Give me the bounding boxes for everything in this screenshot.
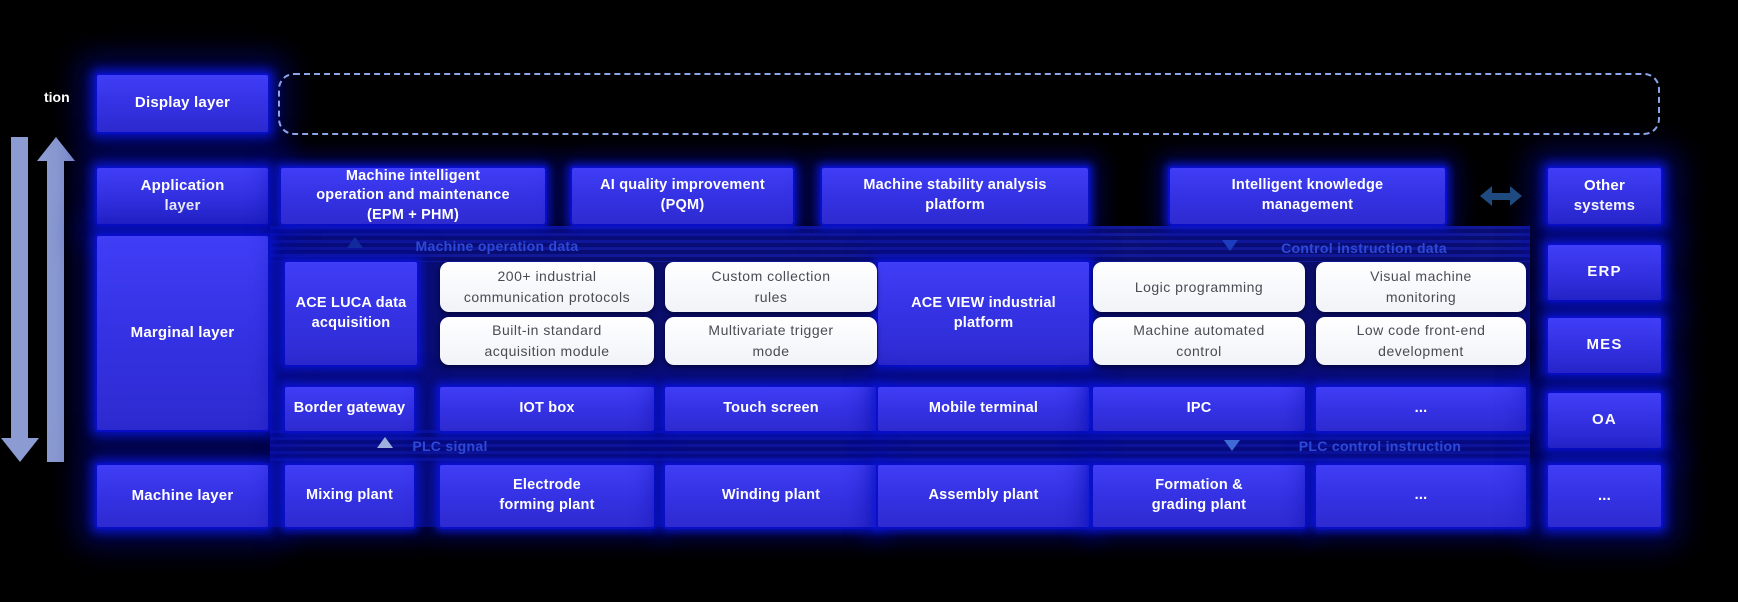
ai-quality-improvement-box: AI quality improvement (PQM) — [572, 168, 793, 224]
machine-automated-control-box: Machine automated control — [1093, 317, 1305, 365]
low-code-development-box: Low code front-end development — [1316, 317, 1526, 365]
ace-view-box: ACE VIEW industrial platform — [878, 262, 1089, 365]
ace-luca-box: ACE LUCA data acquisition — [285, 262, 417, 365]
custom-collection-rules-box: Custom collection rules — [665, 262, 877, 312]
right-ellipsis-box: ... — [1548, 465, 1661, 527]
other-systems-box: Other systems — [1548, 168, 1661, 224]
iot-box: IOT box — [440, 387, 654, 431]
ipc-box: IPC — [1093, 387, 1305, 431]
machine-layer-box: Machine layer — [97, 465, 268, 527]
epm-phm-box: Machine intelligent operation and mainte… — [281, 168, 545, 224]
mixing-plant-box: Mixing plant — [285, 465, 414, 527]
logic-programming-box: Logic programming — [1093, 262, 1305, 312]
visual-machine-monitoring-box: Visual machine monitoring — [1316, 262, 1526, 312]
plc-signal-label: PLC signal — [412, 438, 488, 454]
winding-plant-box: Winding plant — [665, 465, 877, 527]
machine-ellipsis-box: ... — [1316, 465, 1526, 527]
assembly-plant-box: Assembly plant — [878, 465, 1089, 527]
left-right-arrow-icon — [1480, 186, 1522, 206]
erp-box: ERP — [1548, 245, 1661, 300]
electrode-forming-plant-box: Electrode forming plant — [440, 465, 654, 527]
plc-control-instruction-label: PLC control instruction — [1298, 438, 1462, 454]
plc-upward-flow-icon — [377, 437, 393, 448]
plc-downward-flow-icon — [1224, 440, 1240, 451]
border-gateway-box: Border gateway — [285, 387, 414, 431]
multivariate-trigger-box: Multivariate trigger mode — [665, 317, 877, 365]
device-ellipsis-box: ... — [1316, 387, 1526, 431]
intelligent-knowledge-management-box: Intelligent knowledge management — [1170, 168, 1445, 224]
mes-box: MES — [1548, 318, 1661, 373]
machine-operation-data-label: Machine operation data — [415, 238, 579, 254]
data-flow-band-lower — [270, 430, 1530, 465]
display-layer-dashed-frame — [278, 73, 1660, 135]
marginal-layer-box: Marginal layer — [97, 236, 268, 430]
machine-stability-analysis-box: Machine stability analysis platform — [822, 168, 1088, 224]
downward-flow-icon — [1222, 240, 1238, 251]
formation-grading-plant-box: Formation & grading plant — [1093, 465, 1305, 527]
oa-box: OA — [1548, 393, 1661, 448]
data-flow-band-upper — [270, 226, 1530, 262]
control-instruction-data-label: Control instruction data — [1281, 240, 1447, 256]
industrial-protocols-box: 200+ industrial communication protocols — [440, 262, 654, 312]
upward-flow-icon — [347, 237, 363, 248]
application-layer-box: Application layer — [97, 168, 268, 224]
mobile-terminal-box: Mobile terminal — [878, 387, 1089, 431]
builtin-acquisition-box: Built-in standard acquisition module — [440, 317, 654, 365]
touch-screen-box: Touch screen — [665, 387, 877, 431]
cut-off-label: tion — [44, 89, 70, 105]
display-layer-box: Display layer — [97, 75, 268, 132]
